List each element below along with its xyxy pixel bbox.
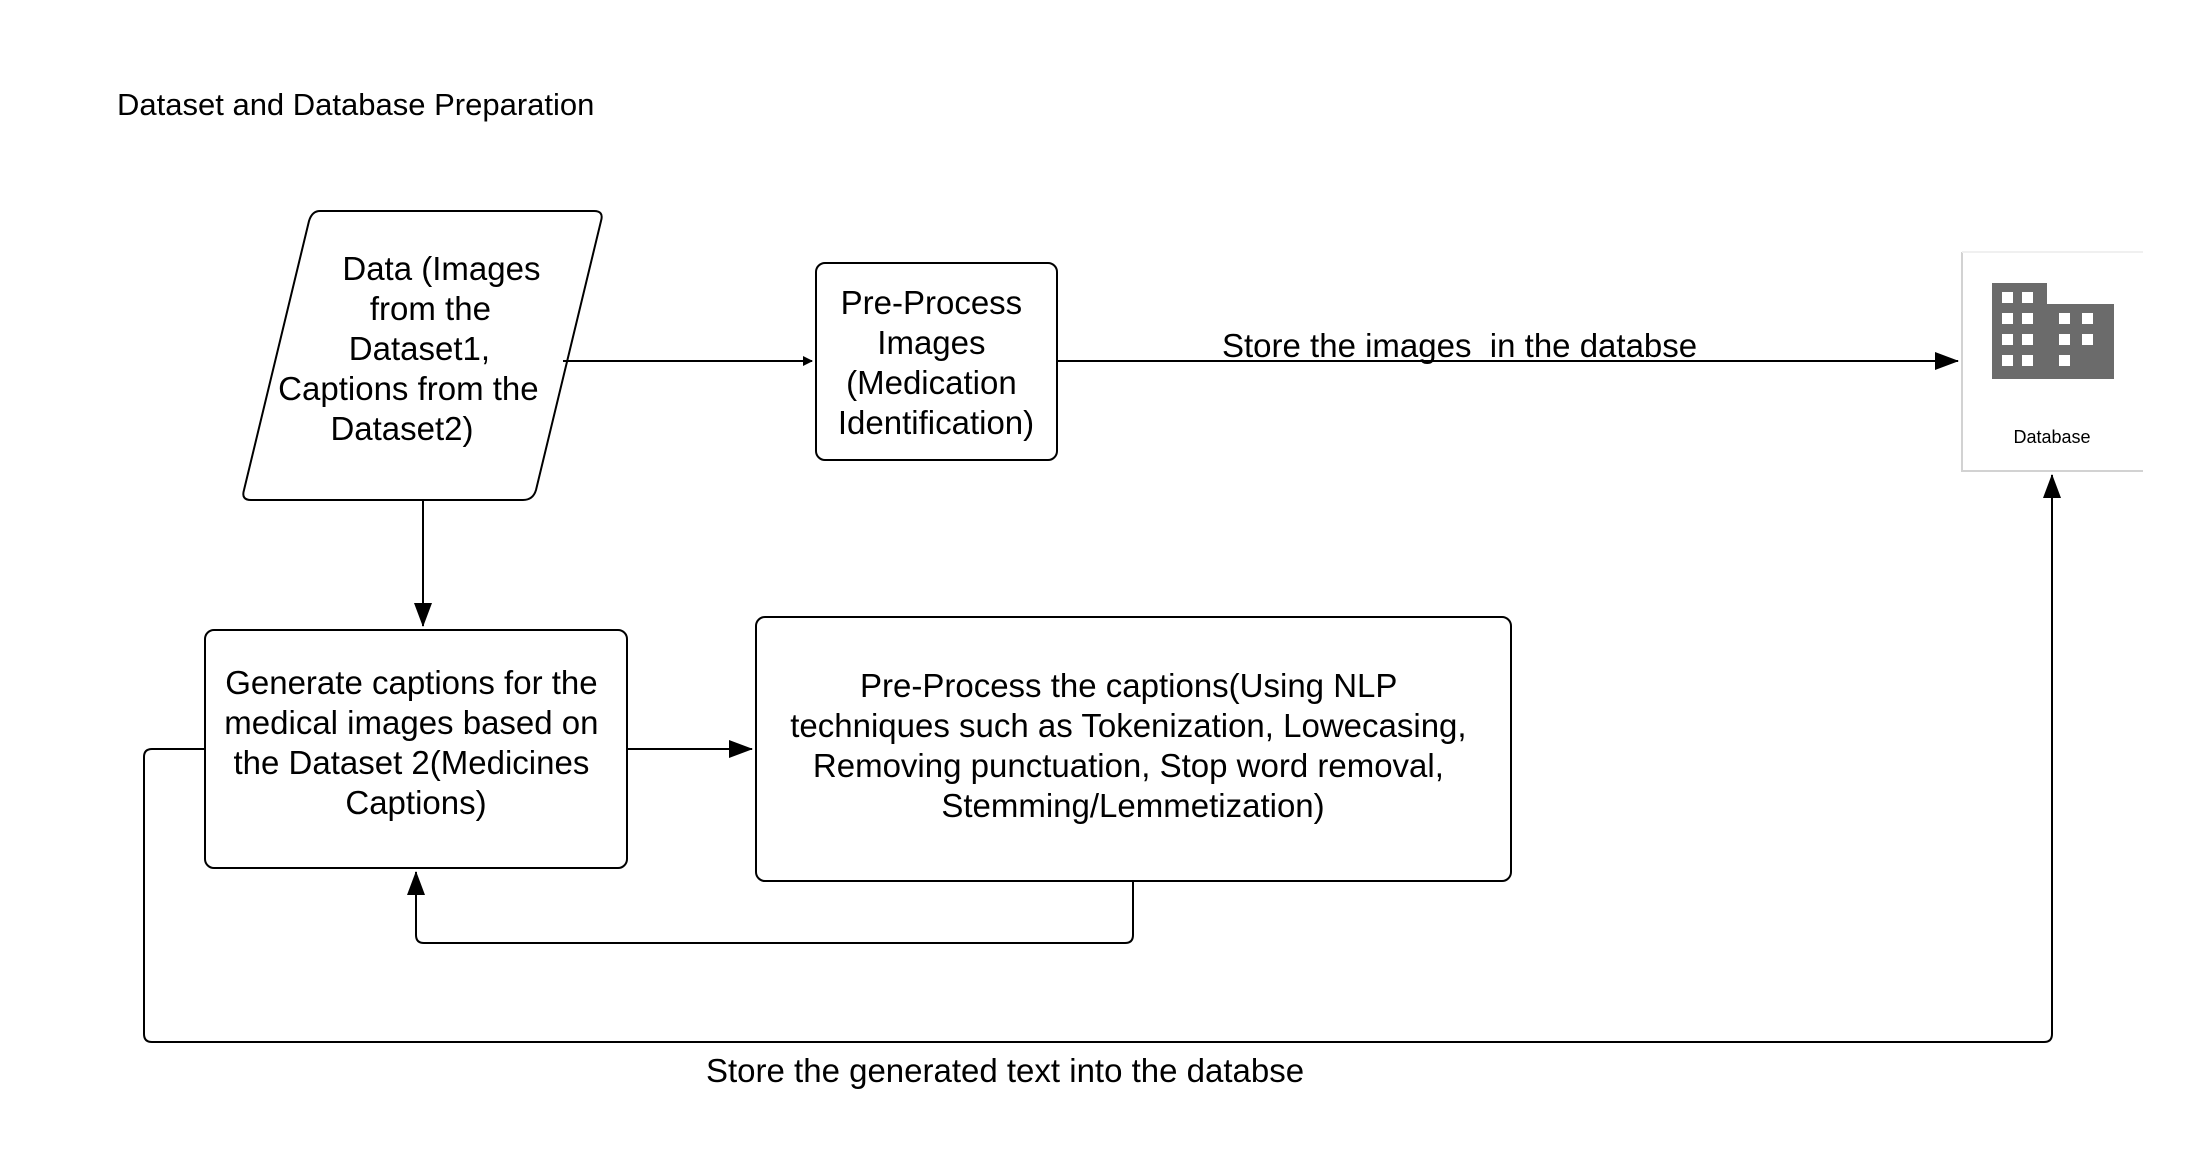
node-preprocess-images: Pre-Process Images (Medication Identific…: [815, 262, 1058, 461]
node-data-input-line: Dataset2): [330, 410, 473, 447]
svg-text:Data (Images from the: Data (Images from the Dataset1, Captions…: [278, 250, 549, 447]
node-preprocess-images-line: Pre-Process: [841, 284, 1023, 321]
node-data-input-line: Dataset1,: [349, 330, 490, 367]
node-data-input: Data (Images from the Dataset1, Captions…: [242, 210, 603, 501]
edge-captions-to-database: [143, 474, 2061, 1043]
node-database-label: Database: [2013, 427, 2090, 447]
diagram-title: Dataset and Database Preparation: [117, 87, 594, 122]
node-preprocess-images-line: Identification): [838, 404, 1034, 441]
edge-nlp-back-to-captions: [407, 871, 1134, 944]
node-preprocess-images-line: (Medication: [846, 364, 1017, 401]
node-generate-captions: Generate captions for the medical images…: [204, 629, 628, 869]
building-icon: [1992, 283, 2114, 379]
node-preprocess-images-line: Images: [877, 324, 985, 361]
node-generate-captions-line: Generate captions for the: [225, 664, 597, 701]
edge-label-store-text: Store the generated text into the databs…: [706, 1052, 1304, 1089]
svg-text:Pre-Process the captions(Using: Pre-Process the captions(Using NLP techn…: [790, 667, 1476, 824]
svg-text:Pre-Process Images: Pre-Process Images (Medication Identific…: [838, 284, 1034, 441]
node-preprocess-captions: Pre-Process the captions(Using NLP techn…: [755, 616, 1512, 882]
node-database: Database: [1961, 251, 2143, 472]
node-preprocess-captions-line: Stemming/Lemmetization): [941, 787, 1324, 824]
node-generate-captions-line: medical images based on: [224, 704, 598, 741]
edge-label-store-images: Store the images in the databse: [1222, 327, 1697, 364]
node-preprocess-captions-line: Removing punctuation, Stop word removal,: [813, 747, 1444, 784]
node-generate-captions-line: Captions): [345, 784, 486, 821]
node-preprocess-captions-line: Pre-Process the captions(Using NLP: [860, 667, 1397, 704]
node-preprocess-captions-line: techniques such as Tokenization, Lowecas…: [790, 707, 1466, 744]
node-data-input-line: Data (Images: [342, 250, 540, 287]
svg-text:Generate captions for the: Generate captions for the medical images…: [224, 664, 607, 821]
node-data-input-line: Captions from the: [278, 370, 538, 407]
node-generate-captions-line: the Dataset 2(Medicines: [233, 744, 589, 781]
node-data-input-line: from the: [370, 290, 491, 327]
